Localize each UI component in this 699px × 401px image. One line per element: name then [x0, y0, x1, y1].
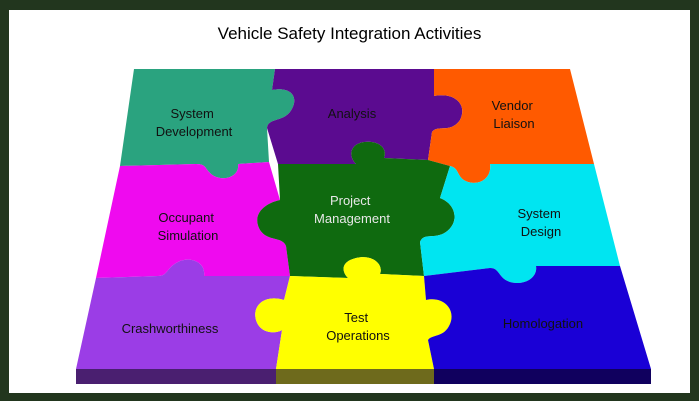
label-project-management: Project Management: [314, 193, 390, 226]
label-line: Occupant: [158, 210, 214, 225]
label-crashworthiness: Crashworthiness: [122, 321, 219, 336]
piece-system-development[interactable]: [120, 69, 295, 179]
label-line: Project: [330, 193, 371, 208]
edge-middle: [276, 369, 434, 384]
diagram-title: Vehicle Safety Integration Activities: [217, 24, 482, 43]
label-line: System: [518, 206, 561, 221]
label-homologation: Homologation: [503, 316, 583, 331]
piece-analysis[interactable]: [267, 69, 463, 164]
piece-project-management[interactable]: [257, 141, 455, 278]
label-line: Analysis: [328, 106, 377, 121]
label-line: Development: [156, 124, 233, 139]
label-line: Crashworthiness: [122, 321, 219, 336]
label-occupant-simulation: Occupant Simulation: [158, 210, 219, 243]
label-line: Management: [314, 211, 390, 226]
piece-crashworthiness[interactable]: [76, 259, 290, 369]
label-system-development: System Development: [156, 106, 233, 139]
label-analysis: Analysis: [328, 106, 377, 121]
piece-labels: System Development Analysis Vendor Liais…: [122, 98, 584, 343]
label-line: Design: [521, 224, 561, 239]
edge-left: [76, 369, 276, 384]
piece-homologation[interactable]: [424, 266, 651, 369]
label-test-operations: Test Operations: [326, 310, 390, 343]
label-line: System: [171, 106, 214, 121]
label-line: Homologation: [503, 316, 583, 331]
piece-vendor-liaison[interactable]: [428, 69, 594, 183]
piece-test-operations[interactable]: [255, 257, 452, 369]
piece-system-design[interactable]: [420, 164, 620, 284]
label-line: Operations: [326, 328, 390, 343]
label-line: Simulation: [158, 228, 219, 243]
label-line: Test: [344, 310, 368, 325]
label-line: Vendor: [492, 98, 534, 113]
edge-right: [434, 369, 651, 384]
puzzle-edge: [76, 369, 651, 384]
label-system-design: System Design: [518, 206, 565, 239]
label-vendor-liaison: Vendor Liaison: [492, 98, 537, 131]
piece-occupant-simulation[interactable]: [96, 162, 290, 278]
label-line: Liaison: [493, 116, 534, 131]
